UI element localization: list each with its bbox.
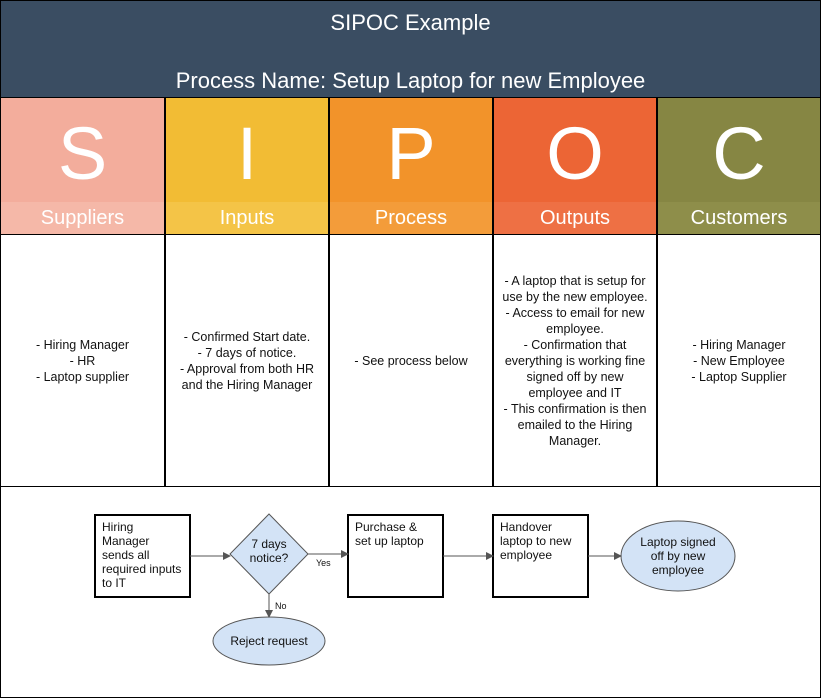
cell-line: - HR [69, 353, 96, 368]
cell-line: - Laptop supplier [35, 369, 130, 384]
cell-line: - 7 days of notice. [197, 345, 297, 360]
suppliers-list: - Hiring Manager- HR- Laptop supplier [36, 337, 129, 385]
cell-line: - See process below [354, 353, 468, 368]
cell-line: - Laptop Supplier [691, 369, 787, 384]
inputs-list: - Confirmed Start date.- 7 days of notic… [180, 329, 314, 393]
node-line: to IT [102, 576, 127, 590]
node-handover-box [492, 514, 589, 598]
letter-p: P [386, 112, 436, 195]
cell-line: - Confirmed Start date. [183, 329, 311, 344]
node-purchase-text: Purchase &set up laptop [355, 520, 424, 548]
sipoc-details-row: - Hiring Manager- HR- Laptop supplier - … [0, 235, 821, 487]
sipoc-letters-row: S Suppliers I Inputs P Process O Outputs… [0, 98, 821, 235]
band-customers [658, 202, 820, 234]
node-line: Handover [500, 520, 553, 534]
yes-label: Yes [316, 558, 331, 568]
node-line: Purchase & [355, 520, 418, 534]
cell-line: - A laptop that is setup for [504, 273, 646, 288]
letter-col-customers: C Customers [657, 98, 821, 235]
cell-line: signed off by new [526, 369, 624, 384]
page-title: SIPOC Example [330, 10, 491, 35]
band-suppliers [1, 202, 164, 234]
node-hiring-manager-box [94, 514, 191, 598]
letter-col-process: P Process [329, 98, 493, 235]
letter-i: I [236, 112, 258, 195]
label-suppliers: Suppliers [40, 207, 125, 229]
letter-s: S [57, 112, 108, 195]
letter-col-outputs: O Outputs [493, 98, 657, 235]
band-outputs [494, 202, 656, 234]
label-process: Process [374, 207, 448, 229]
node-line: Reject request [230, 634, 308, 648]
cell-line: - Approval from both HR [179, 361, 315, 376]
node-purchase-box [347, 514, 444, 598]
no-label: No [275, 601, 287, 611]
cell-line: - Confirmation that [523, 337, 627, 352]
customers-list: - Hiring Manager- New Employee- Laptop S… [691, 337, 786, 385]
band-inputs [166, 202, 328, 234]
node-line: notice? [249, 551, 289, 565]
label-customers: Customers [690, 207, 788, 229]
cell-line: Manager. [548, 433, 602, 448]
header: SIPOC Example Process Name: Setup Laptop… [0, 0, 821, 98]
cell-line: emailed to the Hiring [517, 417, 633, 432]
cell-suppliers: - Hiring Manager- HR- Laptop supplier [0, 235, 165, 487]
node-line: laptop to new [500, 534, 572, 548]
band-process [330, 202, 492, 234]
cell-line: - New Employee [693, 353, 785, 368]
cell-line: - This confirmation is then [503, 401, 647, 416]
label-outputs: Outputs [539, 207, 611, 229]
letter-c: C [712, 112, 766, 195]
cell-line: and the Hiring Manager [181, 377, 313, 392]
cell-line: employee. [546, 321, 604, 336]
cell-line: everything is working fine [504, 353, 646, 368]
node-line: Manager [102, 534, 150, 548]
letter-o: O [546, 112, 604, 195]
cell-line: - Hiring Manager [692, 337, 786, 352]
node-line: employee [651, 563, 705, 577]
node-line: required inputs [102, 562, 182, 576]
node-line: sends all [102, 548, 150, 562]
node-line: Laptop signed [640, 535, 716, 549]
node-line: 7 days [251, 537, 287, 551]
cell-line: use by the new employee. [502, 289, 648, 304]
node-line: off by new [650, 549, 706, 563]
letter-col-suppliers: S Suppliers [0, 98, 165, 235]
letter-col-inputs: I Inputs [165, 98, 329, 235]
cell-inputs: - Confirmed Start date.- 7 days of notic… [165, 235, 329, 487]
cell-line: - Access to email for new [505, 305, 645, 320]
process-name: Process Name: Setup Laptop for new Emplo… [175, 68, 646, 93]
cell-customers: - Hiring Manager- New Employee- Laptop S… [657, 235, 821, 487]
process-list: - See process below [354, 353, 467, 369]
cell-process: - See process below [329, 235, 493, 487]
label-inputs: Inputs [219, 207, 275, 229]
cell-line: employee and IT [528, 385, 622, 400]
cell-line: - Hiring Manager [35, 337, 130, 352]
node-line: Hiring [102, 520, 134, 534]
node-line: employee [500, 548, 553, 562]
node-line: set up laptop [355, 534, 424, 548]
reject-node-text: Reject request [213, 634, 325, 648]
flowchart-svg [94, 513, 736, 666]
